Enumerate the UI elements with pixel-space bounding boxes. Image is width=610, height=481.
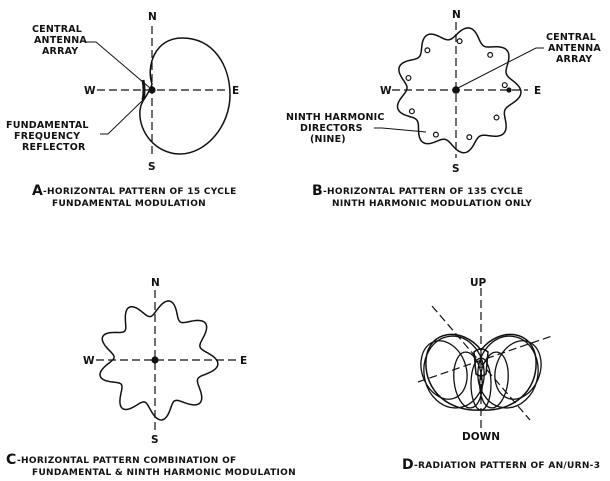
panel-b-caption-line-2: NINTH HARMONIC MODULATION ONLY [332,199,532,209]
panel-b-director-ring [424,47,431,54]
panel-d-diagonal-axis-1 [431,305,531,421]
panel-b: N S W E CENTRAL ANTENNA ARRAY NINTH HARM… [286,9,601,209]
panel-a-west-label: W [84,85,96,97]
panel-d: UP DOWN D -RADIATION PATTERN OF AN/URN-3 [402,277,600,473]
panel-b-central-antenna-label-3: ARRAY [556,54,592,65]
panel-d-up-label: UP [470,277,487,289]
panel-b-director-ring [456,38,463,45]
panel-b-directors-label-1: NINTH HARMONIC [286,112,385,123]
panel-a-caption-line-1: -HORIZONTAL PATTERN OF 15 CYCLE [43,187,237,197]
panel-a-central-antenna-label-2: ANTENNA [34,35,87,46]
panel-b-south-label: S [452,163,460,175]
panel-b-directors-label-2: DIRECTORS [300,123,363,134]
panel-a: N S W E CENTRAL ANTENNA ARRAY FUNDAMENTA… [6,11,239,209]
panel-c-caption-line-2: FUNDAMENTAL & NINTH HARMONIC MODULATION [32,468,296,478]
panel-a-reflector-label-3: REFLECTOR [22,142,86,153]
panel-b-harmonic-pattern [396,27,522,154]
panel-c: N S W E C -HORIZONTAL PATTERN COMBINATIO… [6,277,296,478]
panel-b-central-antenna-label-1: CENTRAL [546,32,596,43]
panel-a-reflector-label-1: FUNDAMENTAL [6,120,89,131]
panel-b-north-label: N [452,9,461,21]
panel-c-east-label: E [240,355,247,367]
panel-b-west-label: W [380,85,392,97]
panel-a-caption-letter: A [32,183,43,199]
panel-b-central-antenna-dot [452,86,460,94]
panel-b-directors-label-3: (NINE) [310,134,346,145]
panel-d-envelope [425,333,537,411]
panel-d-caption-line-1: -RADIATION PATTERN OF AN/URN-3 [414,461,600,471]
panel-b-director-ring [501,82,508,89]
panel-c-south-label: S [151,434,159,446]
panel-b-director-ring [493,114,500,121]
panel-a-central-antenna-dot [148,86,156,94]
panel-c-central-antenna-dot [151,356,159,364]
panel-a-north-label: N [148,11,157,23]
panel-b-caption-letter: B [312,183,323,199]
panel-b-director-ring [466,134,473,141]
panel-d-down-label: DOWN [462,431,500,443]
panel-d-hub-outline [473,348,489,377]
panel-b-directors-leader [374,127,427,133]
panel-b-central-antenna-leader [457,47,544,89]
panel-a-east-label: E [232,85,239,97]
panel-a-reflector-label-2: FREQUENCY [14,131,80,142]
panel-c-combined-pattern [99,300,219,421]
panel-d-lobes [420,333,542,411]
panel-b-director-ring [432,131,439,138]
panel-a-caption-line-2: FUNDAMENTAL MODULATION [52,199,206,209]
panel-d-lobe [494,340,542,400]
panel-a-central-antenna-label-3: ARRAY [42,46,78,57]
panel-c-west-label: W [83,355,95,367]
panel-b-east-label: E [534,85,541,97]
panel-a-central-antenna-leader [86,41,151,89]
panel-c-north-label: N [151,277,160,289]
panel-a-cardioid-pattern [139,37,231,155]
panel-b-central-antenna-label-2: ANTENNA [548,43,601,54]
panel-d-caption-letter: D [402,457,414,473]
panel-a-central-antenna-label-1: CENTRAL [32,24,82,35]
panel-b-east-director-dot [506,87,512,93]
panel-b-director-ring [405,74,412,81]
panel-d-lobe [453,351,483,409]
panel-a-reflector-leader [100,99,144,135]
panel-d-lobe [479,351,509,409]
panel-a-south-label: S [148,161,156,173]
panel-c-caption-letter: C [6,452,17,468]
panel-b-directors [405,38,508,141]
panel-b-director-ring [408,108,415,115]
panel-b-caption-line-1: -HORIZONTAL PATTERN OF 135 CYCLE [323,187,523,197]
panel-c-caption-line-1: -HORIZONTAL PATTERN COMBINATION OF [17,456,236,466]
panel-b-director-ring [487,51,494,58]
